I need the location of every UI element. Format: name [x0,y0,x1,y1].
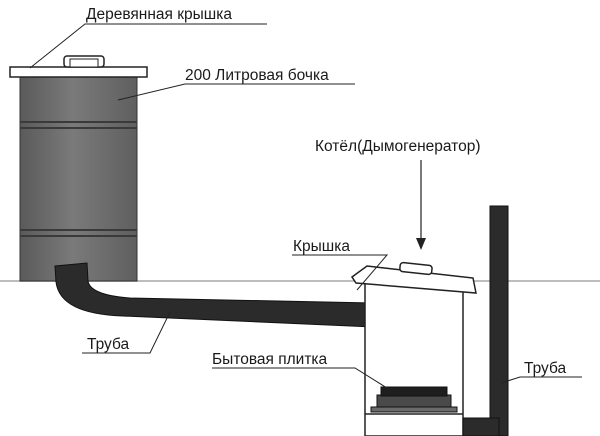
leader-stove [212,367,396,394]
leader-pipe-right [500,376,582,384]
stove-burner [380,386,448,397]
barrel-body [19,76,138,282]
household-stove [370,386,458,413]
label-wooden-lid: Деревянная крышка [86,6,232,23]
label-lid: Крышка [293,238,350,255]
wooden-lid [9,66,148,78]
leader-lines [29,23,582,394]
boiler-arrow [416,160,426,250]
boiler [350,261,477,436]
leader-wooden-lid [29,23,267,69]
label-stove: Бытовая плитка [212,351,328,368]
right-pipe-elbow [462,417,500,436]
arrow-head [416,238,426,250]
right-pipe-vertical [489,205,509,436]
stove-plate [370,406,458,413]
label-barrel: 200 Литровая бочка [185,67,329,84]
label-pipe-left: Труба [87,336,129,353]
boiler-lid [350,265,477,294]
leader-barrel [117,83,355,101]
label-boiler: Котёл(Дымогенератор) [315,138,481,155]
stove-base [376,394,452,409]
boiler-lid-handle [399,261,433,276]
lid-handle-inner [69,58,99,68]
right-pipe [462,205,509,436]
barrel [9,55,148,282]
label-pipe-right: Труба [524,360,566,377]
leader-pipe-left [82,311,171,354]
leader-lid [292,254,389,291]
